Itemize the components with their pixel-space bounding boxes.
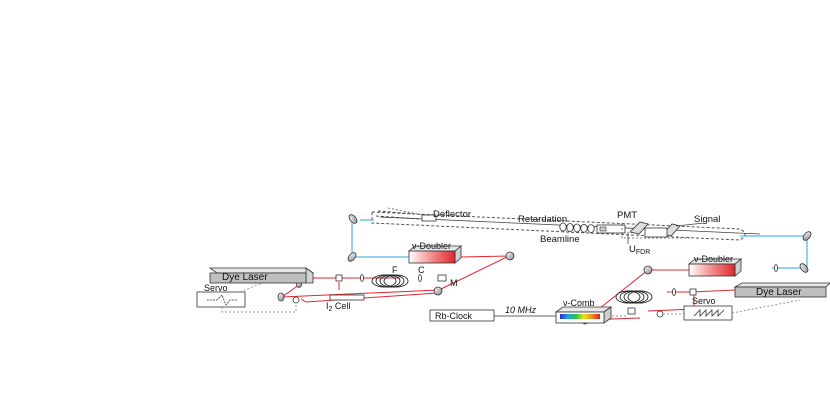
control-lines-left [221,282,297,313]
label-retardation: Retardation [518,214,567,225]
mirror-left-lower [277,292,285,302]
mirror-right-doubler-in [643,265,653,275]
lens-right-2 [672,288,676,296]
beamline [371,207,761,244]
rb-clock: Rb-Clock [429,309,495,322]
mirror-bottom-right [799,263,809,273]
label-dye-laser-left: Dye Laser [222,272,268,283]
left-optics [277,214,515,304]
label-rb-clock: Rb-Clock [435,311,473,321]
beamsplitter-right [689,288,697,296]
coupler-c-lens [418,274,422,282]
servo-left: Servo [196,283,246,308]
lens-left [360,274,364,282]
beamsplitter-right-2 [627,307,636,315]
label-pmt: PMT [617,210,637,221]
pmt-left [629,221,649,235]
beamline-tube [371,211,746,241]
mirror-m-mount [437,274,447,282]
label-comb: ν-Comb [563,298,595,308]
fiber-coil-left [371,274,409,288]
label-iodine-cell: I2 Cell [326,301,350,313]
label-beamline: Beamline [540,234,580,245]
mirror-bottom-left [347,252,357,262]
label-doubler-right: ν-Doubler [694,254,733,264]
lens-right [774,264,778,272]
uv-beam-left [351,219,409,258]
label-fiber-f: F [392,265,398,275]
photodiode-right [656,310,664,318]
dye-laser-left: Dye Laser [208,267,315,284]
label-mirror-m: M [450,278,458,288]
mirror-m [433,286,443,296]
dye-laser-right: Dye Laser [733,282,830,298]
mirror-doubler-out [505,251,515,261]
servo-right: Servo [683,296,733,321]
label-u-fdr: UFDR [629,244,650,256]
photodiode-left [292,296,300,304]
frequency-comb: ν-Comb [554,298,613,324]
label-signal: Signal [694,214,720,225]
mirror-top-left [348,214,358,224]
fiber-coil-right [615,290,653,304]
mirror-top-right [802,231,812,241]
label-doubler-left: ν-Doubler [412,241,451,251]
label-dye-laser-right: Dye Laser [756,287,802,298]
deflector-element [421,214,437,222]
detector-box [644,227,668,238]
beamsplitter-left [335,274,343,282]
iodine-cell: I2 Cell [326,294,365,313]
label-servo-left: Servo [204,283,228,293]
label-servo-right: Servo [692,296,716,306]
label-10mhz: 10 MHz [505,305,537,315]
doubler-right: ν-Doubler [687,254,743,277]
retardation-electrodes [559,222,595,234]
label-coupler-c: C [418,265,425,275]
fdr-region [596,224,626,234]
doubler-left: ν-Doubler [407,241,463,264]
uv-beam-right [740,235,808,269]
label-deflector: Deflector [433,209,471,220]
control-lines-right [612,299,801,317]
